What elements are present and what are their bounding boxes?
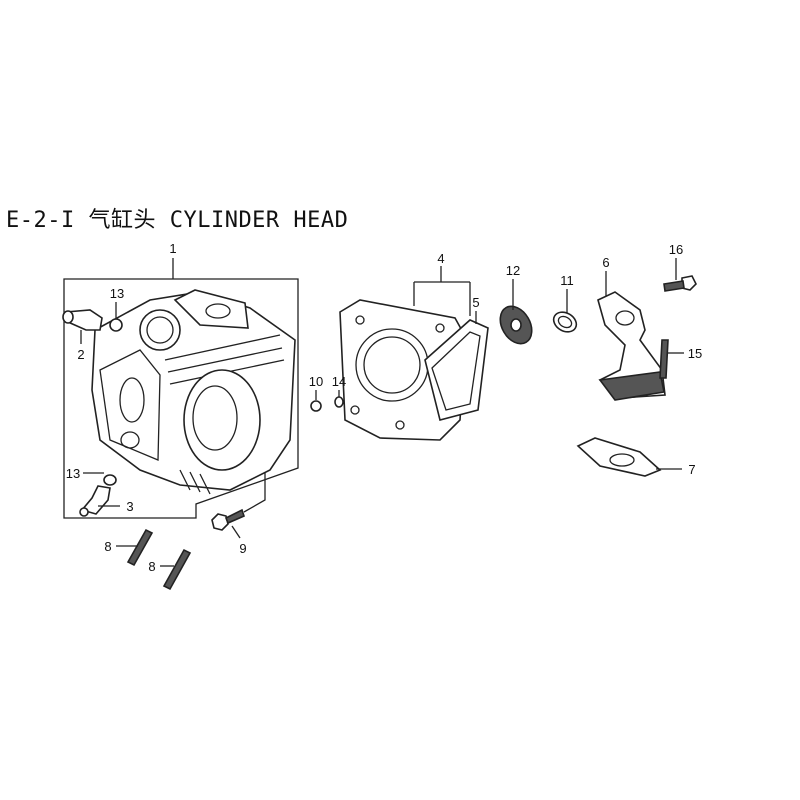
- callout-13: 13: [110, 286, 124, 301]
- callout-1: 1: [169, 241, 176, 256]
- callout-14: 14: [332, 374, 346, 389]
- cylinder-head-part: [91, 289, 296, 495]
- diagram-title: E-2-I 气缸头 CYLINDER HEAD: [6, 208, 349, 233]
- callout-16: 16: [669, 242, 683, 257]
- callout-9: 9: [239, 541, 246, 556]
- callout-8-second: 8: [148, 559, 155, 574]
- callout-3: 3: [126, 499, 133, 514]
- callout-11: 11: [560, 273, 574, 288]
- intake-pipe-6-part: [597, 291, 666, 401]
- callout-7: 7: [688, 462, 695, 477]
- insulator-12-part: [499, 305, 533, 345]
- gasket-11-part: [552, 311, 578, 333]
- callout-13-lower: 13: [66, 466, 80, 481]
- fitting-3-part: [79, 485, 111, 517]
- dowel-pins-part: [310, 396, 344, 412]
- callout-2: 2: [77, 347, 84, 362]
- bolt-16-part: [663, 275, 697, 292]
- callout-12: 12: [506, 263, 520, 278]
- fitting-2-part: [62, 309, 103, 331]
- stud-bolt-part: [126, 528, 192, 591]
- o-ring-13-part: [109, 318, 123, 332]
- callout-15: 15: [688, 346, 702, 361]
- callout-4: 4: [437, 251, 444, 266]
- stud-15-part: [659, 339, 669, 379]
- gasket-7-part: [576, 437, 662, 477]
- assembly-bracket: [63, 258, 299, 519]
- callout-6: 6: [602, 255, 609, 270]
- callout-8: 8: [104, 539, 111, 554]
- o-ring-13b-part: [103, 474, 117, 486]
- head-gasket-part: [339, 299, 489, 441]
- leader-lines: [80, 258, 684, 567]
- callout-10: 10: [309, 374, 323, 389]
- callout-5: 5: [472, 295, 479, 310]
- bolt-9-part: [211, 508, 245, 531]
